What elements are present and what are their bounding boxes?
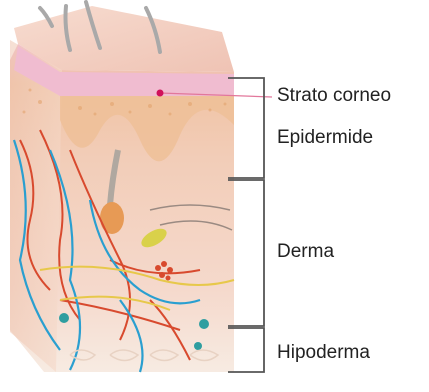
strato-corneo-pointer-dot: [157, 90, 164, 97]
label-epidermide: Epidermide: [277, 127, 373, 149]
sebaceous-gland: [100, 202, 124, 234]
label-hipoderma: Hipoderma: [277, 342, 370, 364]
label-derma: Derma: [277, 241, 334, 263]
label-strato-corneo: Strato corneo: [277, 85, 391, 107]
